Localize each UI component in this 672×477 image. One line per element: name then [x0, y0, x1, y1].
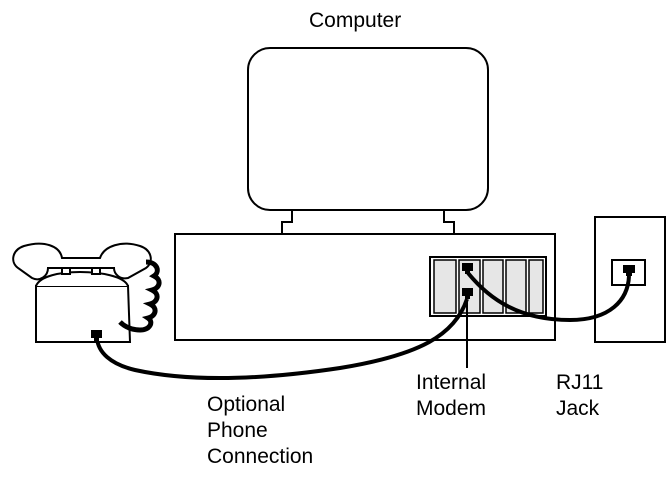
label-rj11-jack: RJ11 Jack [556, 371, 604, 420]
label-computer: Computer [309, 9, 402, 32]
expansion-slot [482, 259, 504, 314]
monitor-stand [281, 209, 455, 235]
expansion-slot [528, 259, 544, 314]
computer-monitor [247, 47, 489, 211]
expansion-slot [505, 259, 527, 314]
cable-modem-to-jack [466, 271, 631, 323]
modem-phone-port [462, 288, 473, 299]
telephone [12, 242, 162, 343]
modem-line-port [462, 263, 473, 274]
label-internal-modem: Internal Modem [416, 371, 487, 420]
handset-coiled-cord [118, 259, 162, 333]
label-optional-phone-connection: Optional Phone Connection [207, 393, 314, 468]
expansion-slot [433, 259, 457, 314]
expansion-card-bay [429, 256, 547, 317]
cable-modem-to-phone [95, 298, 469, 381]
